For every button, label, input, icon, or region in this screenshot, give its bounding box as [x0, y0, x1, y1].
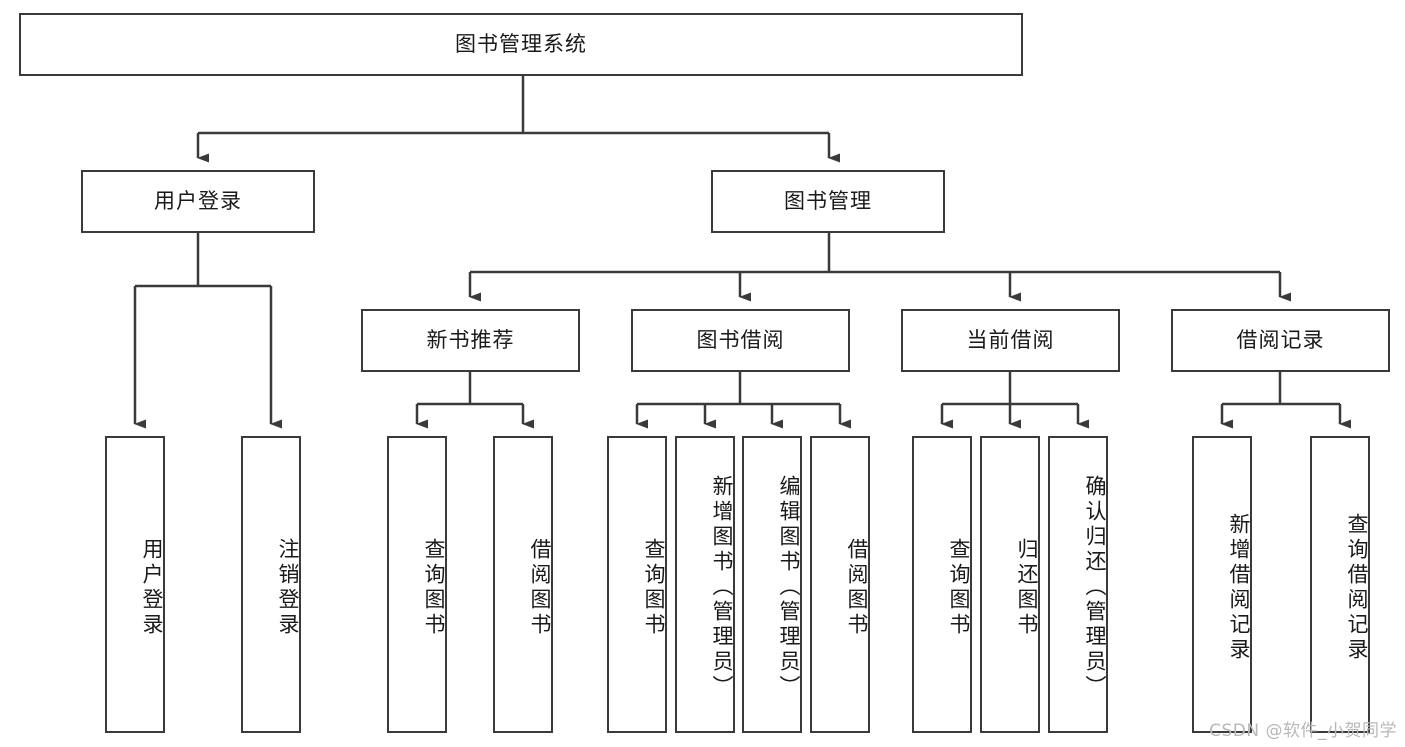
node-label: 当前借阅 [966, 327, 1055, 352]
node-label: 新增图书（管理员） [710, 475, 734, 700]
node-current-borrow[interactable]: 当前借阅 [901, 309, 1120, 372]
leaf-user-login-logout[interactable]: 注销登录 [241, 436, 301, 733]
node-label: 图书管理 [784, 188, 872, 213]
leaf-current-borrow-confirm[interactable]: 确认归还（管理员） [1048, 436, 1108, 733]
node-user-login[interactable]: 用户登录 [81, 170, 315, 233]
node-label: 用户登录 [154, 188, 242, 213]
node-label: 新书推荐 [426, 327, 515, 352]
leaf-new-book-borrow[interactable]: 借阅图书 [493, 436, 553, 733]
node-label: 查询图书 [422, 537, 446, 638]
node-label: 新增借阅记录 [1227, 512, 1251, 663]
node-label: 借阅记录 [1236, 327, 1325, 352]
node-label: 图书借阅 [696, 327, 785, 352]
leaf-book-borrow-borrow[interactable]: 借阅图书 [810, 436, 870, 733]
node-label: 借阅图书 [845, 537, 869, 638]
leaf-current-borrow-return[interactable]: 归还图书 [980, 436, 1040, 733]
leaf-borrow-record-query[interactable]: 查询借阅记录 [1310, 436, 1370, 733]
node-label: 查询图书 [642, 537, 666, 638]
leaf-current-borrow-query[interactable]: 查询图书 [912, 436, 972, 733]
leaf-book-borrow-add[interactable]: 新增图书（管理员） [675, 436, 735, 733]
node-new-book-recommend[interactable]: 新书推荐 [361, 309, 580, 372]
node-label: 归还图书 [1015, 537, 1039, 638]
node-label: 查询借阅记录 [1345, 512, 1369, 663]
leaf-borrow-record-add[interactable]: 新增借阅记录 [1192, 436, 1252, 733]
node-label: 编辑图书（管理员） [777, 475, 801, 700]
node-label: 查询图书 [947, 537, 971, 638]
node-book-management[interactable]: 图书管理 [711, 170, 945, 233]
node-borrow-record[interactable]: 借阅记录 [1171, 309, 1390, 372]
leaf-new-book-query[interactable]: 查询图书 [387, 436, 447, 733]
leaf-user-login-login[interactable]: 用户登录 [105, 436, 165, 733]
leaf-book-borrow-query[interactable]: 查询图书 [607, 436, 667, 733]
node-label: 用户登录 [140, 537, 164, 638]
csdn-watermark: CSDN @软件_小贺同学 [1209, 721, 1397, 741]
node-label: 确认归还（管理员） [1083, 475, 1107, 700]
node-root-system[interactable]: 图书管理系统 [19, 13, 1023, 76]
node-label: 注销登录 [276, 537, 300, 638]
leaf-book-borrow-edit[interactable]: 编辑图书（管理员） [742, 436, 802, 733]
node-book-borrow[interactable]: 图书借阅 [631, 309, 850, 372]
node-label: 图书管理系统 [455, 31, 587, 56]
node-label: 借阅图书 [528, 537, 552, 638]
